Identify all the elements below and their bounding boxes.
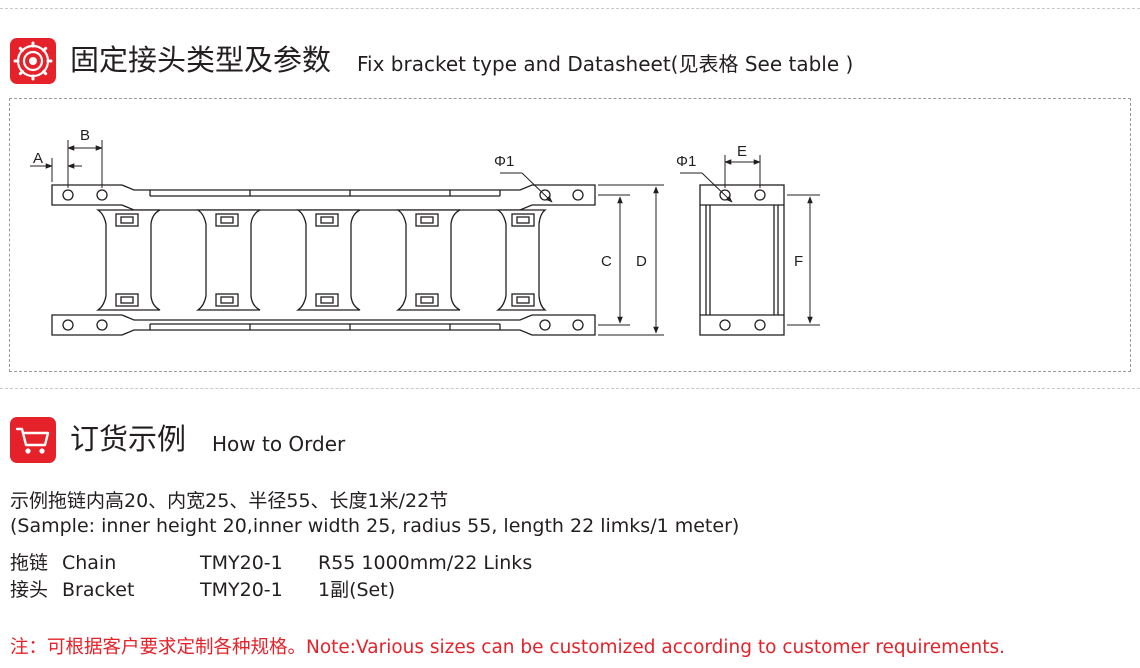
section1-title-en: Fix bracket type and Datasheet(见表格 See t… [357,52,854,76]
customization-note: 注：可根据客户要求定制各种规格。Note:Various sizes can b… [10,637,1006,658]
bracket-drawing: A B C D Φ1 E F Φ1 [30,127,820,336]
order-row-bracket-model: TMY20-1 [200,579,283,601]
order-row-bracket-name-en: Bracket [62,579,135,601]
top-divider [0,8,1140,9]
drawing-frame [9,98,1131,372]
dim-phi1-right-label: Φ1 [676,153,696,170]
section2-title-cn: 订货示例 [70,422,187,456]
order-row-chain-name-cn: 拖链 [10,552,49,574]
section1-title-cn: 固定接头类型及参数 [70,43,332,77]
order-sample-cn: 示例拖链内高20、内宽25、半径55、长度1米/22节 [10,490,449,512]
section2-title-en: How to Order [212,432,346,456]
dim-b-label: B [80,127,90,144]
dim-e-label: E [737,143,747,160]
order-row-chain-model: TMY20-1 [200,552,283,574]
dim-a-label: A [33,150,43,167]
dim-d-label: D [636,253,647,270]
section-divider [0,388,1140,389]
order-row-chain-spec: R55 1000mm/22 Links [318,552,533,574]
dim-f-label: F [794,253,803,270]
order-row-chain-name-en: Chain [62,552,117,574]
order-row-bracket-name-cn: 接头 [10,579,49,601]
order-sample-en: (Sample: inner height 20,inner width 25,… [10,515,740,537]
dim-phi1-left-label: Φ1 [494,153,514,170]
cart-icon [10,417,56,463]
gear-icon [10,38,56,84]
order-row-bracket-spec: 1副(Set) [318,579,396,601]
dim-c-label: C [601,253,612,270]
